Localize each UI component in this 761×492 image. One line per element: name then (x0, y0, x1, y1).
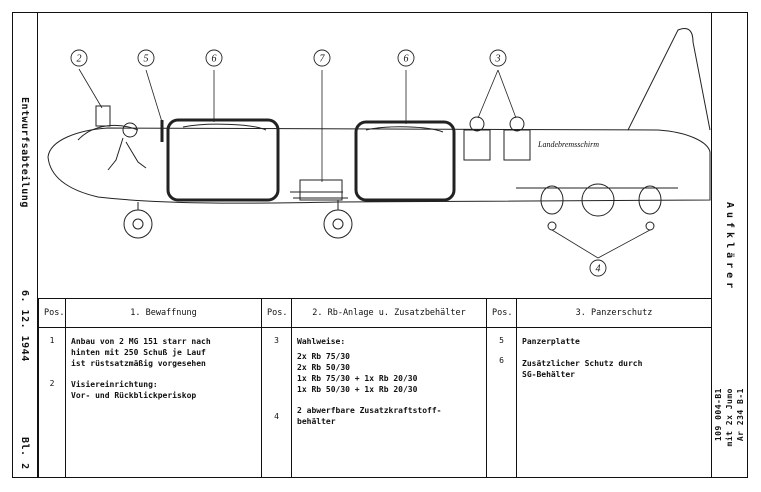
callout-7-label: 7 (320, 54, 326, 65)
header-camera-system: 2. Rb-Anlage u. Zusatzbehälter (291, 298, 487, 328)
table-body-row: 1 2 Anbau von 2 MG 151 starr nach hinten… (38, 327, 712, 478)
front-view-fuselage (581, 183, 615, 217)
item-3-line-5: 1x Rb 75/30 + 1x Rb 20/30 (297, 374, 418, 383)
item-4-line-1: 2 abwerfbare Zusatzkraftstoff- (297, 406, 442, 415)
header-armour: 3. Panzerschutz (516, 298, 712, 328)
fuel-tank-rear (354, 120, 456, 202)
drawing-sheet (12, 12, 748, 478)
main-wheel (323, 209, 353, 239)
pos-2: 2 (49, 379, 55, 388)
pos-column-1: 1 2 (38, 327, 66, 478)
callout-6b (397, 49, 415, 67)
department-label: Entwurfsabteilung (19, 97, 30, 208)
type-designation: 109 004-B1 mit 2x Jumo Ar 234 B-1 (712, 380, 749, 478)
armament-cell: Anbau von 2 MG 151 starr nach hinten mit… (65, 327, 262, 478)
camera-bay (299, 179, 343, 201)
callout-6a-label: 6 (212, 54, 217, 65)
callout-2 (70, 49, 88, 67)
item-6-line-1: Zusätzlicher Schutz durch (522, 359, 643, 368)
item-3-line-3: 2x Rb 75/30 (297, 352, 350, 361)
callout-5-label: 5 (144, 54, 149, 65)
pilot-body (107, 137, 147, 171)
callout-2-label: 2 (77, 54, 82, 65)
pilot-head (122, 122, 138, 138)
item-2-line-1: Visiereinrichtung: (71, 380, 158, 389)
fuselage-outline (47, 127, 711, 204)
periscope (95, 105, 111, 127)
nose-wheel (123, 209, 153, 239)
item-3-line-4: 2x Rb 50/30 (297, 363, 350, 372)
callout-6b-label: 6 (404, 54, 409, 65)
header-pos-3: Pos. (486, 298, 517, 328)
table-header-row: Pos. 1. Bewaffnung Pos. 2. Rb-Anlage u. … (38, 298, 712, 328)
header-armament: 1. Bewaffnung (65, 298, 262, 328)
type-line-1: Ar 234 B-1 (736, 388, 745, 442)
item-5-line-1: Panzerplatte (522, 337, 580, 346)
sheet-number: Bl. 2 (19, 437, 30, 470)
pos-column-3: 5 6 (486, 327, 517, 478)
pos-4: 4 (274, 412, 279, 421)
left-title-strip: Entwurfsabteilung 6. 12. 1944 Bl. 2 (12, 12, 38, 478)
item-4-line-2: behälter (297, 417, 336, 426)
pos-5: 5 (499, 336, 504, 345)
callout-4-label: 4 (596, 264, 601, 275)
item-1-line-1: Anbau von 2 MG 151 starr nach (71, 337, 211, 346)
callout-3-label: 3 (495, 54, 501, 65)
callout-4 (589, 259, 607, 277)
pos-6: 6 (499, 356, 504, 365)
item-1-line-3: ist rüstsatzmäßig vorgesehen (71, 359, 206, 368)
pos-column-2: 3 4 (261, 327, 292, 478)
pos-1: 1 (49, 336, 55, 345)
item-6-line-2: SG-Behälter (522, 370, 575, 379)
date-label: 6. 12. 1944 (19, 290, 30, 362)
callout-3 (489, 49, 507, 67)
tail-fin (627, 28, 711, 131)
camera-left (463, 129, 491, 161)
camera-system-cell: Wahlweise: 2x Rb 75/30 2x Rb 50/30 1x Rb… (291, 327, 487, 478)
aircraft-side-view: 2 5 6 7 6 3 4 Landebremsschirm (47, 28, 711, 277)
item-1-line-2: hinten mit 250 Schuß je Lauf (71, 348, 206, 357)
item-3-line-1: Wahlweise: (297, 337, 346, 346)
drawing-title: Aufklärer (724, 202, 735, 293)
pos-3: 3 (274, 336, 279, 345)
fuel-tank-forward (166, 118, 280, 202)
front-view-engine-left (540, 185, 564, 215)
type-line-2: mit 2x Jumo (725, 388, 734, 447)
item-3-line-6: 1x Rb 50/30 + 1x Rb 20/30 (297, 385, 418, 394)
chute-label: Landebremsschirm (537, 140, 599, 149)
drop-tank-right (645, 221, 655, 231)
item-2-line-2: Vor- und Rückblickperiskop (71, 391, 197, 400)
armour-cell: Panzerplatte Zusätzlicher Schutz durch S… (516, 327, 712, 478)
callout-6a (205, 49, 223, 67)
header-pos-1: Pos. (38, 298, 66, 328)
right-title-strip: Aufklärer 109 004-B1 mit 2x Jumo Ar 234 … (711, 12, 748, 478)
type-line-3: 109 004-B1 (714, 388, 723, 442)
callout-5 (137, 49, 155, 67)
specification-table: Pos. 1. Bewaffnung Pos. 2. Rb-Anlage u. … (38, 298, 712, 478)
front-view-engine-right (638, 185, 662, 215)
drop-tank-left (547, 221, 557, 231)
camera-right (503, 129, 531, 161)
header-pos-2: Pos. (261, 298, 292, 328)
callout-7 (313, 49, 331, 67)
